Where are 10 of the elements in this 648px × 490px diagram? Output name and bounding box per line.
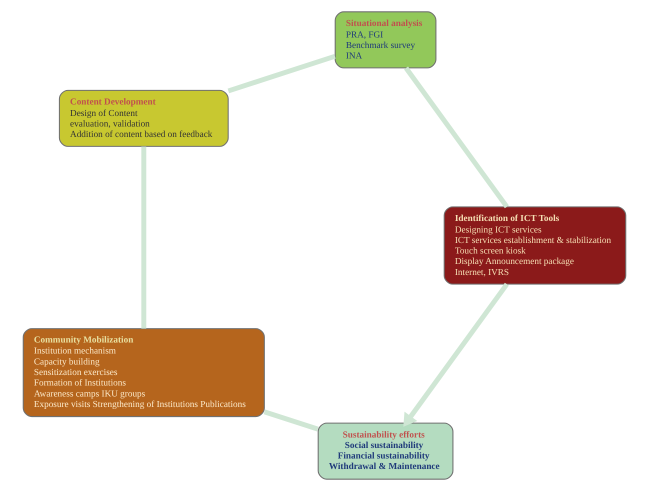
connector — [227, 53, 336, 93]
connector — [404, 66, 508, 208]
connector — [263, 408, 318, 432]
node-box: Sustainability efforts Social sustainability Financial sustainability Withdrawal & Maintenance — [317, 422, 453, 480]
connector — [140, 146, 146, 328]
arrow — [402, 282, 508, 426]
node-box: Content Development Design of Content evaluation, validation Addition of content based on feedback — [58, 89, 228, 146]
node-box: Identification of ICT Tools Designing ICT services ICT services establishment & stabilization Touch screen kiosk Display Announcement package Internet, IVRS — [443, 206, 626, 284]
node-box: Community Mobilization Institution mechanism Capacity building Sensitization exercises Formation of Institutions Awareness camps IKU groups Exposure visits Strengthening of Institutions Publications — [22, 328, 264, 417]
node-box: Situational analysis PRA, FGI Benchmark survey INA — [334, 10, 436, 68]
